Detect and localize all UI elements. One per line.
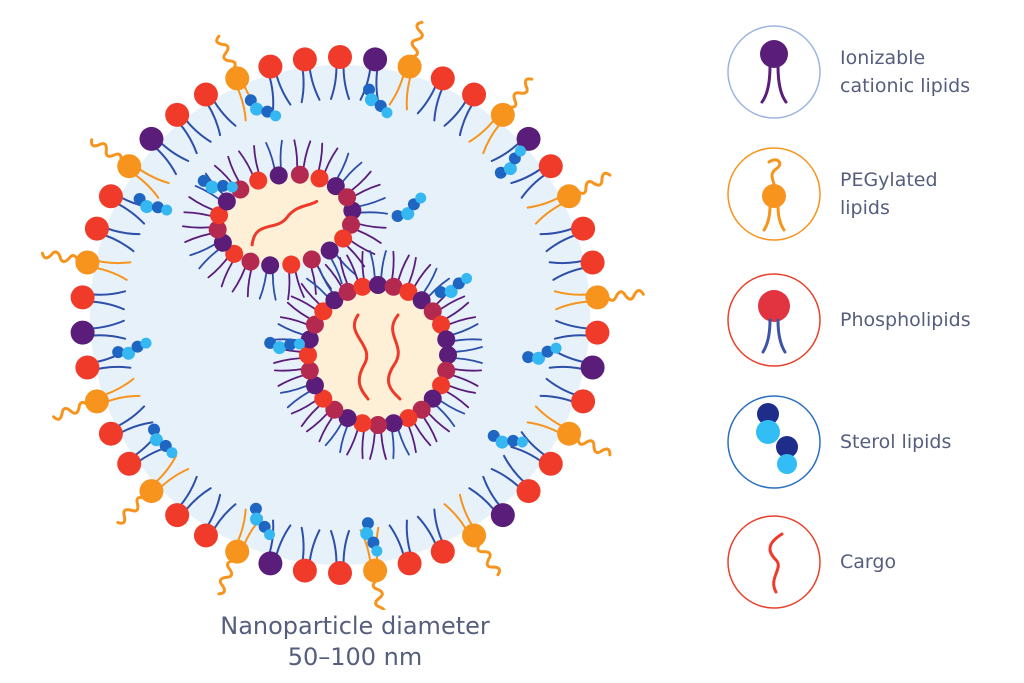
legend-label-line1: Cargo <box>840 551 897 573</box>
caption-title: Nanoparticle diameter <box>220 612 490 640</box>
legend-item-cargo: Cargo <box>726 514 1024 610</box>
legend-label-line1: Ionizable <box>840 47 926 69</box>
legend-item-ionizable: Ionizable cationic lipids <box>726 24 1024 120</box>
pegylated-lipid-icon <box>727 147 821 241</box>
legend-label-line1: PEGylated <box>840 169 938 191</box>
legend-label-phospholipid: Phospholipids <box>840 306 1024 334</box>
legend-label-sterol: Sterol lipids <box>840 428 1024 456</box>
diameter-caption: Nanoparticle diameter 50–100 nm <box>150 611 560 673</box>
legend-item-sterol: Sterol lipids <box>726 394 1024 490</box>
legend-label-line1: Sterol lipids <box>840 431 952 453</box>
legend-label-line2: lipids <box>840 197 890 219</box>
legend-item-pegylated: PEGylated lipids <box>726 146 1024 242</box>
legend-label-ionizable: Ionizable cationic lipids <box>840 44 1024 100</box>
sterol-lipid-icon <box>727 395 821 489</box>
nanoparticle <box>40 20 645 610</box>
legend-label-cargo: Cargo <box>840 548 1024 576</box>
legend-item-phospholipid: Phospholipids <box>726 272 1024 368</box>
cargo-icon <box>727 515 821 609</box>
lipid-nanoparticle-diagram <box>40 20 645 610</box>
legend-label-pegylated: PEGylated lipids <box>840 166 1024 222</box>
legend-label-line2: cationic lipids <box>840 75 971 97</box>
legend-label-line1: Phospholipids <box>840 309 971 331</box>
caption-size: 50–100 nm <box>287 643 423 671</box>
ionizable-lipid-icon <box>727 25 821 119</box>
phospholipid-icon <box>727 273 821 367</box>
